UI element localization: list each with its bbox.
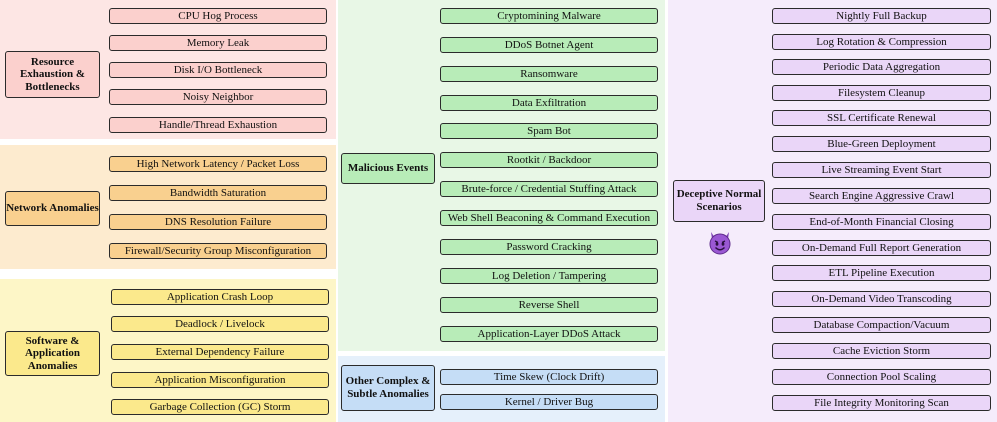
deceptive-item-blue-green-deployment: Blue-Green Deployment: [772, 136, 991, 152]
malicious-item-ddos-botnet-agent: DDoS Botnet Agent: [440, 37, 658, 53]
deceptive-item-filesystem-cleanup: Filesystem Cleanup: [772, 85, 991, 101]
network-item-firewall-security-group-misconfiguration: Firewall/Security Group Misconfiguration: [109, 243, 327, 259]
resource-item-handle-thread-exhaustion: Handle/Thread Exhaustion: [109, 117, 327, 133]
deceptive-item-log-rotation-compression: Log Rotation & Compression: [772, 34, 991, 50]
resource-item-noisy-neighbor: Noisy Neighbor: [109, 89, 327, 105]
deceptive-item-etl-pipeline-execution: ETL Pipeline Execution: [772, 265, 991, 281]
software-item-external-dependency-failure: External Dependency Failure: [111, 344, 329, 360]
malicious-item-data-exfiltration: Data Exfiltration: [440, 95, 658, 111]
deceptive-item-nightly-full-backup: Nightly Full Backup: [772, 8, 991, 24]
malicious-item-brute-force-credential-stuffing-attack: Brute-force / Credential Stuffing Attack: [440, 181, 658, 197]
other-item-kernel-driver-bug: Kernel / Driver Bug: [440, 394, 658, 410]
network-item-high-network-latency-packet-loss: High Network Latency / Packet Loss: [109, 156, 327, 172]
category-resource-exhaustion: Resource Exhaustion & Bottlenecks: [5, 51, 100, 98]
resource-item-cpu-hog-process: CPU Hog Process: [109, 8, 327, 24]
malicious-item-cryptomining-malware: Cryptomining Malware: [440, 8, 658, 24]
software-item-garbage-collection-gc-storm: Garbage Collection (GC) Storm: [111, 399, 329, 415]
deceptive-item-database-compaction-vacuum: Database Compaction/Vacuum: [772, 317, 991, 333]
malicious-item-reverse-shell: Reverse Shell: [440, 297, 658, 313]
deceptive-item-ssl-certificate-renewal: SSL Certificate Renewal: [772, 110, 991, 126]
deceptive-item-end-of-month-financial-closing: End-of-Month Financial Closing: [772, 214, 991, 230]
category-other-anomalies: Other Complex & Subtle Anomalies: [341, 365, 435, 411]
deceptive-item-on-demand-video-transcoding: On-Demand Video Transcoding: [772, 291, 991, 307]
smiling-devil-icon: [709, 232, 731, 255]
software-item-application-misconfiguration: Application Misconfiguration: [111, 372, 329, 388]
network-item-dns-resolution-failure: DNS Resolution Failure: [109, 214, 327, 230]
software-item-deadlock-livelock: Deadlock / Livelock: [111, 316, 329, 332]
network-item-bandwidth-saturation: Bandwidth Saturation: [109, 185, 327, 201]
category-software-anomalies: Software & Application Anomalies: [5, 331, 100, 376]
deceptive-item-search-engine-aggressive-crawl: Search Engine Aggressive Crawl: [772, 188, 991, 204]
other-item-time-skew-clock-drift: Time Skew (Clock Drift): [440, 369, 658, 385]
category-network-anomalies: Network Anomalies: [5, 191, 100, 226]
category-malicious-events: Malicious Events: [341, 153, 435, 184]
malicious-item-log-deletion-tampering: Log Deletion / Tampering: [440, 268, 658, 284]
resource-item-disk-i-o-bottleneck: Disk I/O Bottleneck: [109, 62, 327, 78]
category-deceptive-normal: Deceptive Normal Scenarios: [673, 180, 765, 222]
deceptive-item-file-integrity-monitoring-scan: File Integrity Monitoring Scan: [772, 395, 991, 411]
malicious-item-ransomware: Ransomware: [440, 66, 658, 82]
malicious-item-application-layer-ddos-attack: Application-Layer DDoS Attack: [440, 326, 658, 342]
malicious-item-web-shell-beaconing-command-execution: Web Shell Beaconing & Command Execution: [440, 210, 658, 226]
deceptive-item-live-streaming-event-start: Live Streaming Event Start: [772, 162, 991, 178]
malicious-item-spam-bot: Spam Bot: [440, 123, 658, 139]
deceptive-item-connection-pool-scaling: Connection Pool Scaling: [772, 369, 991, 385]
software-item-application-crash-loop: Application Crash Loop: [111, 289, 329, 305]
resource-item-memory-leak: Memory Leak: [109, 35, 327, 51]
deceptive-item-on-demand-full-report-generation: On-Demand Full Report Generation: [772, 240, 991, 256]
malicious-item-rootkit-backdoor: Rootkit / Backdoor: [440, 152, 658, 168]
deceptive-item-cache-eviction-storm: Cache Eviction Storm: [772, 343, 991, 359]
deceptive-item-periodic-data-aggregation: Periodic Data Aggregation: [772, 59, 991, 75]
malicious-item-password-cracking: Password Cracking: [440, 239, 658, 255]
